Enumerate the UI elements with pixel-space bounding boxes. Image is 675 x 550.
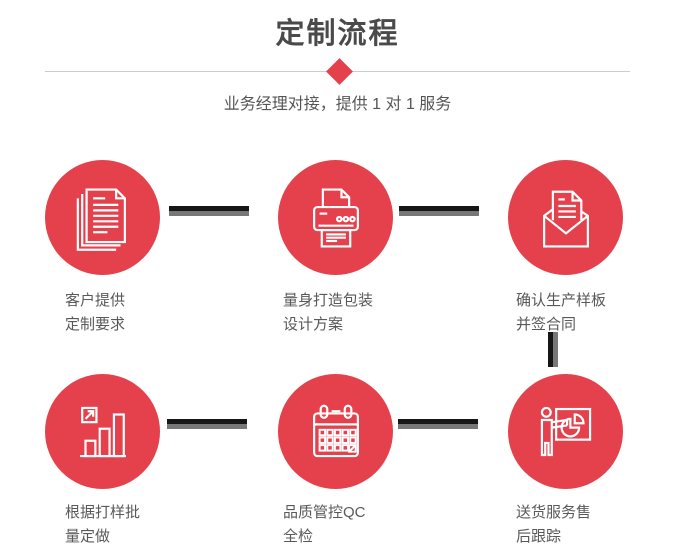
step-label-6: 送货服务售 后跟踪 — [516, 501, 591, 549]
step-label-line: 设计方案 — [283, 316, 344, 333]
step-label-3: 确认生产样板 并签合同 — [516, 289, 606, 337]
step-label-line: 后跟踪 — [516, 528, 562, 545]
step-circle-3 — [508, 160, 623, 275]
connector-horizontal — [167, 419, 247, 429]
step-circle-1 — [45, 160, 160, 275]
connector-vertical — [548, 332, 558, 367]
connector-horizontal — [398, 419, 478, 429]
connector-horizontal — [169, 206, 249, 216]
diamond-icon — [326, 58, 353, 85]
step-circle-2 — [278, 160, 393, 275]
page-subtitle: 业务经理对接，提供 1 对 1 服务 — [223, 96, 452, 113]
presentation-icon — [540, 406, 591, 456]
step-label-line: 客户提供 — [65, 292, 126, 309]
calendar-icon — [312, 404, 359, 457]
step-circle-5 — [278, 374, 393, 489]
step-circle-6 — [508, 374, 623, 489]
printer-icon — [312, 187, 359, 248]
step-label-line: 并签合同 — [516, 316, 577, 333]
page-title: 定制流程 — [275, 18, 400, 50]
step-label-line: 送货服务售 — [516, 504, 592, 521]
connector-horizontal — [399, 206, 479, 216]
step-label-5: 品质管控QC 全检 — [283, 501, 366, 549]
step-label-line: 全检 — [283, 528, 314, 545]
step-label-2: 量身打造包装 设计方案 — [283, 289, 373, 337]
envelope-icon — [542, 190, 589, 248]
step-label-line: 量定做 — [65, 528, 111, 545]
step-label-line: 量身打造包装 — [283, 292, 374, 309]
documents-icon — [76, 187, 126, 251]
step-label-line: 定制要求 — [65, 316, 126, 333]
step-label-4: 根据打样批 量定做 — [65, 501, 140, 549]
step-label-1: 客户提供 定制要求 — [65, 289, 125, 337]
step-label-line: 根据打样批 — [65, 504, 141, 521]
step-label-line: 确认生产样板 — [516, 292, 607, 309]
step-circle-4 — [45, 374, 160, 489]
bar-chart-icon — [79, 406, 126, 457]
step-label-line: 品质管控QC — [283, 504, 366, 521]
